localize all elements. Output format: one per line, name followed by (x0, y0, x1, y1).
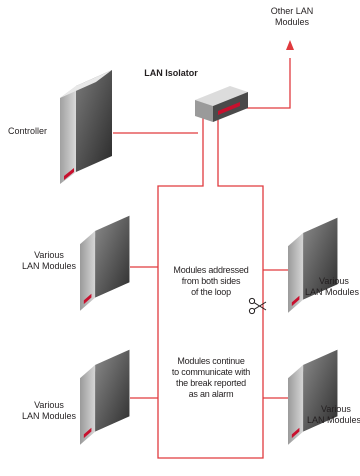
module-right-bottom-line2: LAN Modules (307, 415, 360, 425)
other-lan-modules-line1: Other LAN (270, 6, 314, 16)
module-right-bottom-device (288, 349, 338, 445)
note-continue-line1: Modules continue (177, 356, 245, 366)
note-top-backing (165, 264, 257, 300)
module-left-top-line1: Various (34, 250, 64, 260)
module-left-bottom-label: Various LAN Modules (14, 400, 84, 422)
module-left-bottom-device (80, 349, 130, 445)
loop-wiring (113, 58, 291, 459)
other-lan-modules-line2: Modules (274, 17, 310, 27)
module-right-top-label: Various LAN Modules (305, 276, 360, 298)
lan-isolator-label: LAN Isolator (144, 68, 198, 78)
note-continue-line2: to communicate with (171, 367, 251, 377)
other-modules-link (228, 58, 291, 109)
note-both-sides-line2: from both sides (181, 276, 241, 286)
module-left-top-device (80, 215, 130, 311)
module-loop (157, 116, 264, 459)
note-bottom-backing (165, 355, 257, 403)
note-continue: Modules continue to communicate with the… (158, 356, 264, 400)
module-right-bottom-line1: Various (321, 404, 351, 414)
module-right-bottom-label: Various LAN Modules (307, 404, 360, 426)
module-left-bottom-line1: Various (34, 400, 64, 410)
controller-label: Controller (8, 126, 48, 136)
arrow-up-icon (286, 40, 294, 50)
note-both-sides: Modules addressed from both sides of the… (160, 265, 262, 298)
module-left-top-line2: LAN Modules (21, 261, 77, 271)
note-continue-line4: as an alarm (188, 389, 234, 399)
scissors-icon (248, 297, 267, 315)
module-right-top-device (288, 217, 338, 313)
module-right-top-line1: Various (319, 276, 349, 286)
module-left-top-label: Various LAN Modules (14, 250, 84, 272)
other-lan-modules-label: Other LAN Modules (262, 6, 322, 28)
module-left-bottom-line2: LAN Modules (21, 411, 77, 421)
note-both-sides-line3: of the loop (191, 287, 231, 297)
module-right-top-line2: LAN Modules (305, 287, 360, 297)
note-both-sides-line1: Modules addressed (173, 265, 249, 275)
note-continue-line3: the break reported (176, 378, 246, 388)
lan-isolator-device (195, 86, 248, 122)
controller-device (60, 70, 112, 184)
